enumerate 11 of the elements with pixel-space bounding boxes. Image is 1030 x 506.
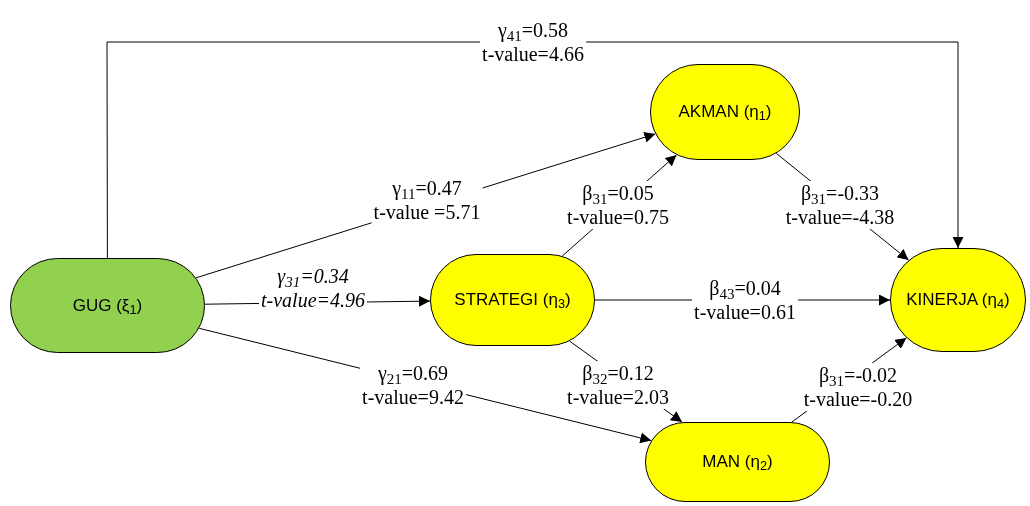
node-label: KINERJA (η$_{4}$) xyxy=(906,289,1010,313)
node-label: MAN (η$_{2}$) xyxy=(702,451,773,475)
node-label: GUG (ξ$_{1}$) xyxy=(72,294,143,319)
edge-label: β$_{31}$=-0.33 t-value=-4.38 xyxy=(783,181,897,229)
arrow xyxy=(106,41,964,259)
node-label: STRATEGI (η$_{3}$) xyxy=(454,289,571,313)
rounded-node xyxy=(645,422,830,502)
edge-label: β$_{32}$=0.12 t-value=2.03 xyxy=(565,361,671,409)
node-label: AKMAN (η$_{1}$) xyxy=(678,101,772,125)
edge-label: β$_{31}$=-0.02 t-value=-0.20 xyxy=(801,363,915,411)
edge-label: β$_{31}$=0.05 t-value=0.75 xyxy=(565,181,671,229)
